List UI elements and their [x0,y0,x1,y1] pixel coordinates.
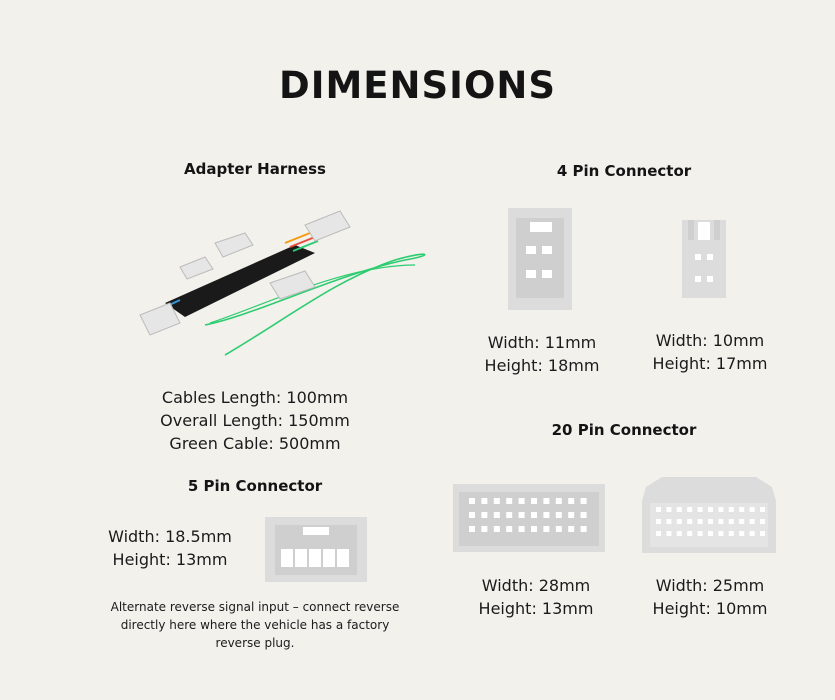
pin20-b-pin [687,507,693,512]
pin20-b-pin [739,519,745,524]
adapter-harness-heading: Adapter Harness [184,160,326,178]
pin20-a-pin [481,526,488,532]
connector-left [179,256,214,280]
pin20-b-pin [749,507,755,512]
pin20-a-pin [518,526,525,532]
pin20-b-pin [718,519,724,524]
pin20-b-pin [666,519,672,524]
pin20-b-pin [697,531,703,536]
pin20-a-pin [493,512,500,518]
pin20-b-pin [676,507,682,512]
pin5-width: Width: 18.5mm [108,527,232,546]
pin20-b-pin [708,507,713,512]
pin20-a-pin [555,512,562,518]
pin20-a-pin [493,498,500,504]
pin20-b-pin [687,519,693,524]
pin20-b-pin [708,519,713,524]
pin20-a-pin [506,512,513,518]
black-flat-cable [165,245,315,317]
cables-length: Cables Length: 100mm [161,388,349,407]
pin5-connector-illustration [265,517,367,582]
pin20-a-pin [531,512,537,518]
pin20-a-pin [580,512,587,518]
pin5-height: Height: 13mm [112,550,228,569]
pin20-b-pin [739,531,745,536]
pin20-b-pin [656,531,661,536]
pin20-b-pin [676,519,682,524]
pin20-connector-a-illustration [453,484,605,552]
pin20-b-pin [728,531,734,536]
pin20-a-pin [543,526,550,532]
pin20-a-pin [481,498,488,504]
pin20-b-pin [760,507,765,512]
pin20-b-pin [760,531,765,536]
pin20-b-height: Height: 10mm [652,599,768,618]
green-cable-length: Green Cable: 500mm [169,434,341,453]
pin4-connector-b-illustration [682,220,726,298]
pin20-heading: 20 Pin Connector [551,421,697,439]
pin20-a-pin [518,498,525,504]
pin20-b-pin [666,507,672,512]
pin20-b-pin [697,519,703,524]
pin20-b-pin [687,531,693,536]
pin5-heading: 5 Pin Connector [187,477,323,495]
pin20-a-pin [469,526,475,532]
pin20-b-pin [708,531,713,536]
pin20-b-pin [728,507,734,512]
connector-mid [214,232,254,258]
pin20-a-pin [568,526,575,532]
pin20-a-pin [531,498,537,504]
pin20-b-pin [749,531,755,536]
pin20-a-pin [493,526,500,532]
pin20-a-pin [543,498,550,504]
pin20-b-pin [718,507,724,512]
overall-length: Overall Length: 150mm [160,411,350,430]
pin20-b-pin [718,531,724,536]
pin20-b-pin [656,507,661,512]
pin20-a-pin [469,498,475,504]
pin20-a-pin [555,526,562,532]
pin20-b-pin [739,507,745,512]
page-title: DIMENSIONS [278,64,557,107]
pin20-a-pin [506,526,513,532]
pin4-a-height: Height: 18mm [484,356,600,375]
pin4-connector-a-illustration [508,208,572,310]
pin20-b-pin [749,519,755,524]
connector-bottom-left [139,302,181,336]
pin20-a-pin [580,498,587,504]
adapter-harness-illustration [139,210,426,356]
pin20-b-pin [697,507,703,512]
pin20-a-pin [469,512,475,518]
pin20-a-pin [555,498,562,504]
pin20-a-height: Height: 13mm [478,599,594,618]
connector-right [269,270,316,300]
connector-top-right [304,210,351,242]
pin20-a-pin [580,526,587,532]
pin20-connector-b-illustration [642,477,776,553]
pin20-b-pin [666,531,672,536]
pin4-b-height: Height: 17mm [652,354,768,373]
green-cable [204,253,426,356]
pin5-note: Alternate reverse signal input – connect… [110,600,400,650]
pin20-a-pin [518,512,525,518]
pin20-b-pin [676,531,682,536]
pin20-a-width: Width: 28mm [481,576,591,595]
pin4-b-width: Width: 10mm [655,331,765,350]
pin20-a-pin [568,512,575,518]
pin20-a-pin [481,512,488,518]
pin20-b-pin [656,519,661,524]
pin20-b-pin [728,519,734,524]
pin20-a-pin [568,498,575,504]
pin4-heading: 4 Pin Connector [556,162,692,180]
pin20-b-pin [760,519,765,524]
pin20-a-pin [506,498,513,504]
pin20-b-width: Width: 25mm [655,576,765,595]
pin20-a-pin [531,526,537,532]
pin4-a-width: Width: 11mm [487,333,597,352]
pin20-a-pin [543,512,550,518]
